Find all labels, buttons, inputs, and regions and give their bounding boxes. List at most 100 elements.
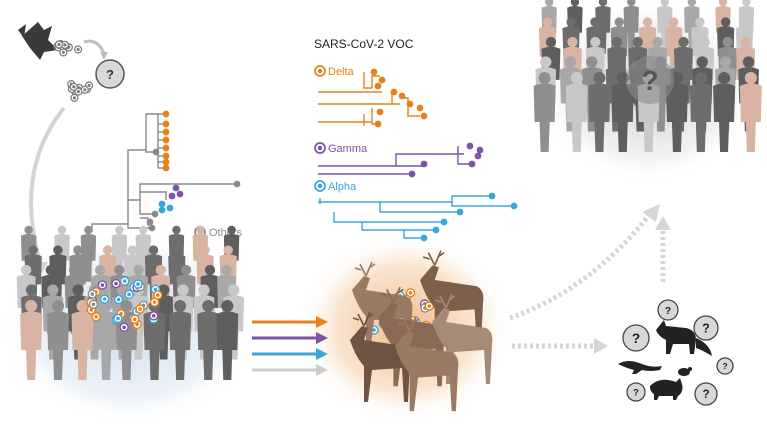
tree-tip: [148, 224, 156, 232]
unknown-host-badge: ?: [693, 315, 719, 341]
tree-tip: [176, 190, 184, 198]
person-icon: [611, 72, 634, 152]
tree-tip: [474, 152, 482, 160]
unknown-crowd-question: ?: [641, 65, 658, 96]
human-virus-cloud: [86, 276, 163, 333]
deer-to-humans-dotted-arrow: [509, 212, 652, 321]
unknown-host-badge: ?: [626, 382, 646, 402]
virus-particle-icon: [87, 289, 97, 299]
alpha-virus-icon: [314, 180, 326, 192]
fox-icon: [656, 320, 712, 356]
virus-particle-icon: [314, 142, 326, 154]
tree-tip: [456, 208, 464, 216]
virus-particle-icon: [73, 45, 83, 54]
tree-tip: [440, 218, 448, 226]
tree-tip: [376, 108, 384, 116]
person-icon: [197, 300, 220, 380]
person-icon: [71, 300, 94, 380]
other-animals-group: ??????: [618, 299, 734, 406]
person-icon: [169, 300, 192, 380]
tree-tip: [162, 152, 170, 160]
global-phylogenetic-tree: [91, 110, 241, 232]
virus-particle-icon: [111, 278, 121, 289]
unknown-host-question: ?: [632, 331, 640, 346]
human-to-deer-arrows: [252, 316, 328, 376]
deer-herd-icon: [350, 250, 493, 412]
person-icon: [657, 0, 673, 54]
tree-tip: [158, 200, 166, 208]
virus-particle-icon: [119, 322, 129, 333]
human-crowd-icon: [16, 225, 245, 380]
tree-tip: [158, 206, 166, 214]
tree-tip: [172, 184, 180, 192]
person-icon: [665, 17, 683, 80]
virus-particle-icon: [80, 85, 89, 94]
tree-tip: [166, 204, 174, 212]
virus-particle-icon: [113, 294, 124, 305]
unknown-host-question: ?: [722, 361, 727, 371]
person-icon: [739, 72, 762, 152]
tree-tip: [162, 144, 170, 152]
mouse-icon: [678, 367, 692, 376]
tree-tip: [370, 68, 378, 76]
person-icon: [588, 72, 611, 152]
person-icon: [623, 0, 639, 54]
tree-tip: [420, 160, 428, 168]
tree-tip: [162, 136, 170, 144]
tree-tip: [432, 226, 440, 234]
virus-particle-icon: [135, 304, 145, 314]
gamma-tree: [318, 142, 484, 178]
virus-particle-icon: [149, 311, 159, 321]
deer-icon: [350, 311, 411, 402]
person-icon: [20, 300, 43, 380]
virus-particle-icon: [119, 276, 130, 286]
virus-particle-icon: [97, 280, 108, 290]
tree-tip: [162, 110, 170, 118]
unknown-host-badge: ?: [694, 382, 718, 406]
tree-tip: [168, 192, 176, 200]
person-icon: [135, 225, 151, 282]
unknown-crowd-question-badge: ?: [626, 56, 674, 104]
virus-cluster-spill: [67, 79, 94, 103]
delta-label: Delta: [328, 66, 355, 78]
person-icon: [713, 72, 736, 152]
tree-tip: [476, 146, 484, 154]
gamma-label: Gamma: [328, 143, 368, 155]
unknown-host-question: ?: [106, 67, 114, 82]
tree-tip: [374, 120, 382, 128]
raccoon-icon: [650, 378, 683, 400]
delta-tree: [318, 68, 428, 128]
alpha-label: Alpha: [328, 181, 357, 193]
bat-icon: [18, 22, 58, 60]
virus-particle-icon: [91, 312, 101, 322]
virus-particle-icon: [113, 313, 123, 324]
unknown-host-question: ?: [665, 305, 671, 317]
person-icon: [111, 225, 128, 282]
virus-particle-icon: [69, 82, 78, 91]
person-icon: [533, 72, 556, 152]
tree-tip: [162, 120, 170, 128]
unknown-host-badge: ?: [622, 324, 650, 352]
person-icon: [216, 300, 239, 380]
gamma-legend: Gamma: [314, 142, 368, 155]
tree-tip: [233, 180, 241, 188]
unknown-host-question: ?: [633, 387, 639, 398]
virus-particle-icon: [54, 40, 64, 49]
unknown-host-badge: ?: [657, 299, 679, 321]
tree-tip: [420, 234, 428, 242]
alpha-legend: Alpha: [314, 180, 357, 193]
tree-tip: [510, 202, 518, 210]
unknown-host-question: ?: [702, 322, 710, 336]
otter-icon: [618, 361, 662, 374]
deer-icon: [394, 316, 459, 412]
virus-particle-icon: [314, 65, 326, 77]
unknown-host-badge: ?: [95, 59, 125, 89]
tree-tip: [374, 82, 382, 90]
virus-particle-icon: [130, 314, 140, 324]
tree-tip: [378, 76, 386, 84]
tree-tip: [466, 142, 474, 150]
tree-tip: [416, 104, 424, 112]
virus-cluster-bat: [53, 40, 83, 57]
virus-particle-icon: [124, 289, 134, 300]
